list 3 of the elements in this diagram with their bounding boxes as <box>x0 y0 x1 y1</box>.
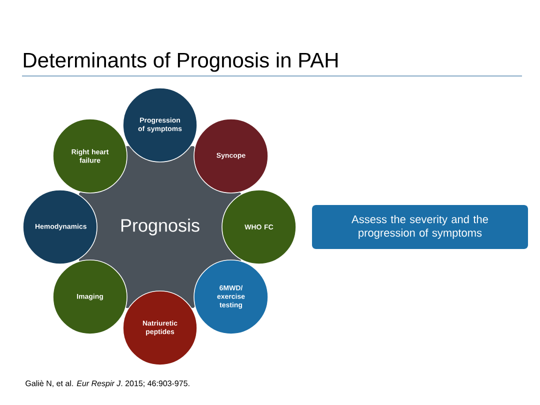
slide-title: Determinants of Prognosis in PAH <box>24 52 338 72</box>
callout-box: Assess the severity and the progression of symptoms <box>312 205 528 249</box>
citation: Galiè N, et al. Eur Respir J. 2015; 46:903-975. <box>26 380 190 388</box>
